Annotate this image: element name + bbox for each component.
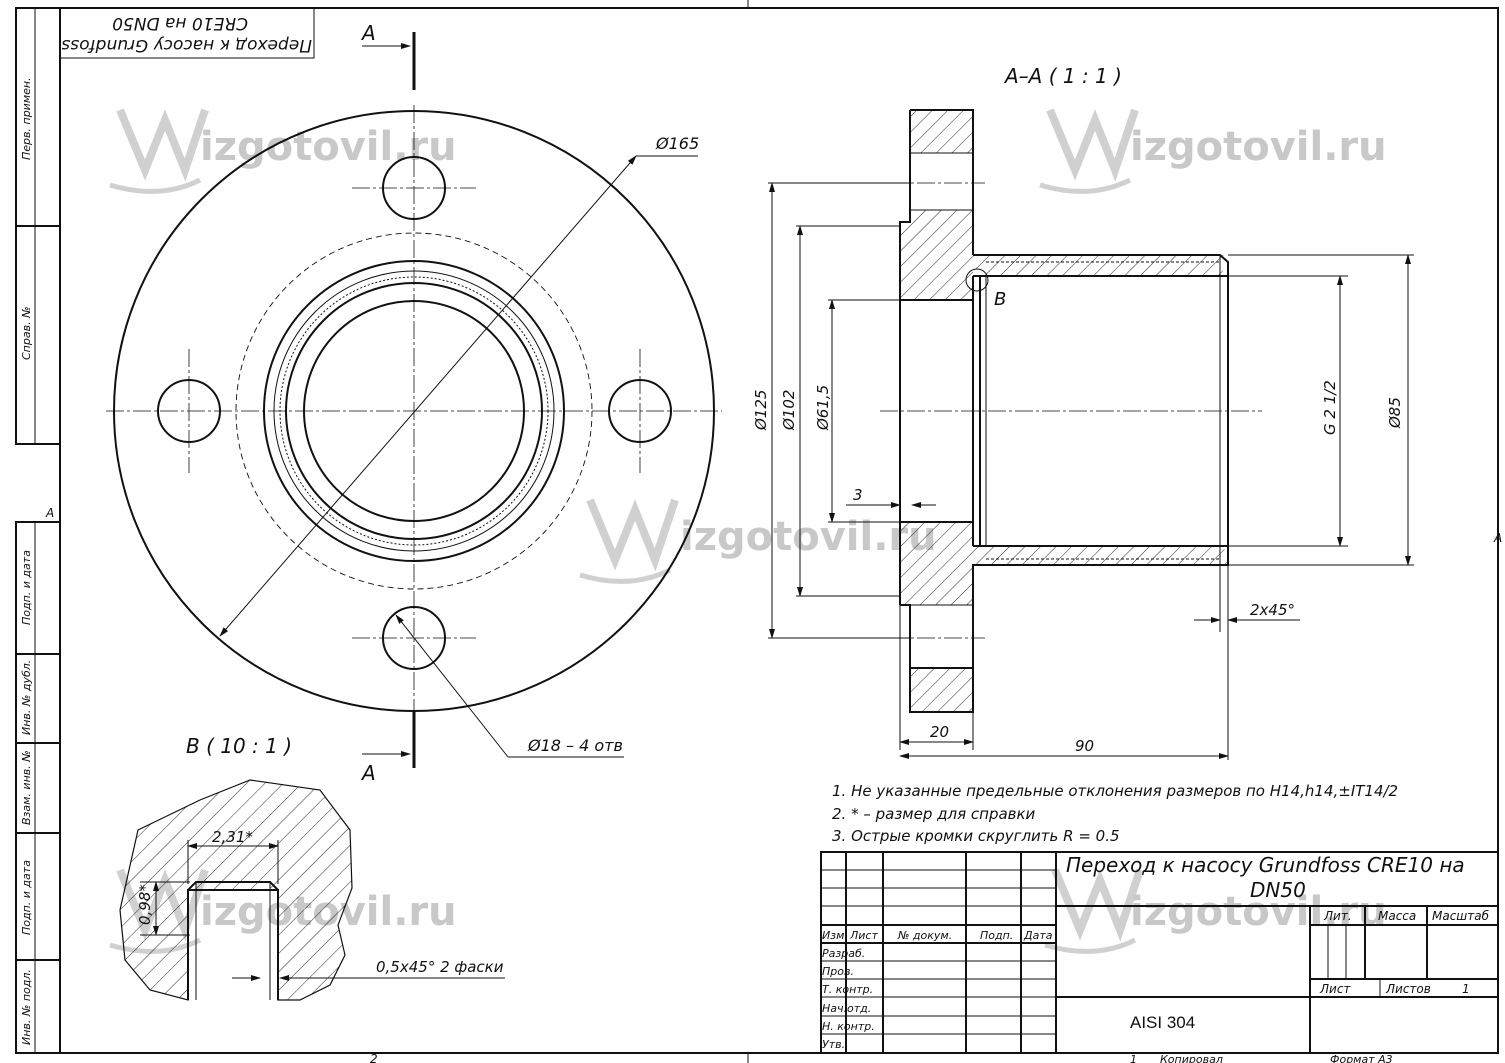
watermark-text: izgotovil.ru [680, 514, 937, 560]
dim-d102: Ø102 [780, 390, 798, 431]
note-3: 3. Острые кромки скруглить R = 0.5 [832, 827, 1120, 845]
tb-massa: Масса [1378, 909, 1416, 923]
technical-notes: 1. Не указанные предельные отклонения ра… [832, 782, 1398, 845]
cut-marker-a-bottom: A [360, 761, 376, 785]
top-title-stamp: Переход к насосу Grundfoss CRE10 на DN50 [59, 7, 315, 59]
frame-number-bottom-right: 1 [1130, 1053, 1137, 1063]
dim-d61-5: Ø61,5 [814, 385, 832, 431]
tb-row-t-kontr: Т. контр. [822, 983, 873, 996]
tb-header-list: Лист [849, 929, 878, 942]
tb-scale: Масштаб [1432, 909, 1490, 923]
side-stamp-inv-podl: Инв. № подл. [20, 969, 33, 1045]
cut-marker-a-top: A [360, 21, 376, 45]
dim-detail-chamfers: 0,5x45° 2 фаски [376, 958, 504, 976]
section-left-dimensions: Ø125 Ø102 Ø61,5 3 [752, 182, 936, 639]
tb-sheets: Листов [1385, 982, 1431, 996]
dim-20: 20 [930, 723, 949, 741]
dim-d18-4-holes: Ø18 – 4 отв [527, 736, 623, 755]
detail-label: B ( 10 : 1 ) [186, 734, 292, 758]
side-stamp-column: Перв. примен. Справ. № Подп. и дата Инв.… [15, 7, 61, 1054]
tb-sheet: Лист [1319, 982, 1351, 996]
flange-outer-circle [113, 110, 715, 712]
watermark-logo-icon [109, 108, 209, 194]
top-title-stamp-line1: Переход к насосу Grundfoss [61, 35, 312, 55]
watermark-text: izgotovil.ru [1130, 124, 1387, 170]
tb-header-sign: Подп. [980, 929, 1013, 942]
tb-header-izm: Изм. [822, 929, 848, 942]
detail-view: B ( 10 : 1 ) 2,31* 0,98* 0,5x45° 2 фаски [119, 734, 505, 1001]
title-block: Изм. Лист № докум. Подп. Дата Разраб. Пр… [820, 851, 1499, 1063]
watermark-text: izgotovil.ru [1130, 889, 1387, 935]
side-stamp-perv-primen: Перв. примен. [20, 77, 33, 160]
top-title-stamp-line2: CRE10 на DN50 [112, 13, 248, 33]
side-stamp-inv-dubl: Инв. № дубл. [20, 660, 33, 735]
watermark-logo-icon [1039, 108, 1139, 194]
tb-material: AISI 304 [1130, 1013, 1195, 1032]
dim-d85: Ø85 [1386, 397, 1404, 429]
section-right-dimensions: G 2 1/2 Ø85 2x45° [1194, 254, 1414, 632]
watermark-text: izgotovil.ru [200, 124, 457, 170]
watermark-logo-icon [579, 498, 679, 584]
frame-letter-right: A [1493, 531, 1502, 545]
tb-part-name-line1: Переход к насосу Grundfoss CRE10 на [1066, 853, 1465, 877]
tb-row-razrab: Разраб. [822, 947, 865, 960]
dim-d125: Ø125 [752, 390, 770, 431]
side-stamp-podp-data-2: Подп. и дата [20, 860, 33, 935]
section-label: A–A ( 1 : 1 ) [1003, 64, 1122, 88]
dim-3: 3 [853, 486, 863, 504]
detail-callout-circle [965, 268, 989, 292]
dim-detail-width: 2,31* [212, 828, 253, 846]
tb-row-prov: Пров. [822, 965, 854, 978]
dim-90: 90 [1075, 737, 1094, 755]
watermark-logo-icon [1044, 868, 1144, 954]
tb-header-doc: № докум. [897, 929, 952, 942]
frame-letter-left: A [45, 506, 54, 520]
section-bottom-dimensions: 20 90 [899, 565, 1229, 760]
dim-detail-depth: 0,98* [136, 884, 154, 925]
note-2: 2. * – размер для справки [832, 805, 1036, 823]
tb-row-utv: Утв. [822, 1038, 845, 1051]
dim-d165: Ø165 [655, 134, 699, 153]
dim-g-2-1-2: G 2 1/2 [1321, 380, 1339, 435]
tb-lit: Лит. [1323, 909, 1352, 923]
tb-format: Формат А3 [1330, 1053, 1393, 1063]
section-view: A–A ( 1 : 1 ) B [752, 64, 1414, 760]
detail-marker-b: B [994, 289, 1006, 310]
tb-row-nach-otd: Нач.отд. [822, 1002, 871, 1015]
side-stamp-vzam-inv: Взам. инв. № [20, 750, 33, 825]
side-stamp-sprav-no: Справ. № [20, 306, 33, 360]
tb-part-name-line2: DN50 [1250, 878, 1306, 902]
tb-copied: Копировал [1160, 1053, 1223, 1063]
tb-header-date: Дата [1023, 929, 1053, 942]
front-view: Ø165 Ø18 – 4 отв A A [106, 21, 722, 785]
frame-number-bottom-left: 2 [370, 1052, 378, 1063]
tb-sheets-value: 1 [1462, 982, 1470, 996]
note-1: 1. Не указанные предельные отклонения ра… [832, 782, 1398, 800]
side-stamp-podp-data-1: Подп. и дата [20, 550, 33, 625]
tb-row-n-kontr: Н. контр. [822, 1020, 875, 1033]
dim-chamfer-2x45: 2x45° [1250, 601, 1295, 619]
